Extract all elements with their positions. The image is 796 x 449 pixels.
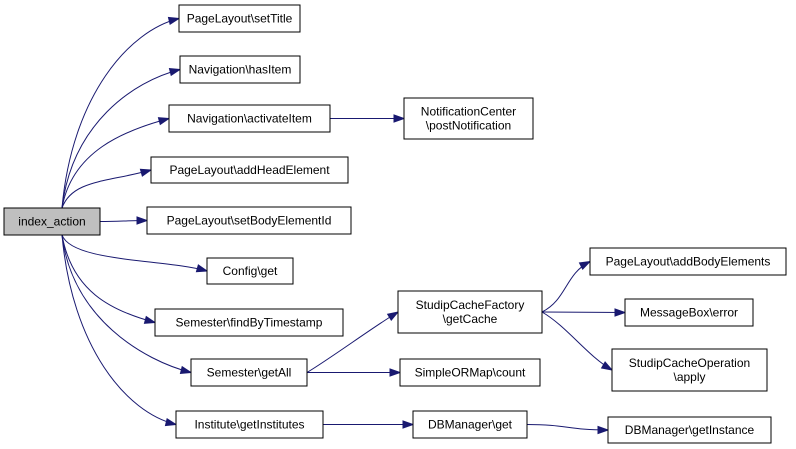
arrowhead-icon [597, 425, 610, 435]
arrowhead-icon [179, 365, 193, 375]
node-box [154, 308, 344, 337]
node-label: PageLayout\addHeadElement [169, 163, 330, 177]
edge-index_action-to-getAll [61, 234, 193, 375]
arrowhead-icon [402, 420, 415, 429]
node-label: PageLayout\setTitle [187, 12, 293, 26]
edge-index_action-to-hasItem [61, 67, 182, 209]
node-box [399, 358, 541, 387]
arrowhead-icon [578, 260, 592, 270]
node-getInstance[interactable]: DBManager\getInstance [607, 416, 772, 444]
node-label: \getCache [443, 312, 498, 326]
node-label: Institute\getInstitutes [194, 418, 304, 432]
node-findByTimestamp[interactable]: Semester\findByTimestamp [154, 308, 344, 337]
edge-index_action-to-setTitle [61, 16, 181, 209]
edge-getInstitutes-to-dbGet [322, 420, 415, 429]
node-box [403, 97, 534, 140]
node-getCache[interactable]: StudipCacheFactory\getCache [397, 290, 543, 334]
edge-dbGet-to-getInstance [526, 424, 610, 435]
node-setBodyElementId[interactable]: PageLayout\setBodyElementId [146, 206, 352, 235]
node-apply[interactable]: StudipCacheOperation\apply [611, 348, 768, 392]
node-box [179, 55, 301, 84]
node-box [589, 247, 787, 276]
edge-getCache-to-addBodyElements [541, 260, 592, 313]
nodes: index_action PageLayout\setTitleNavigatio… [3, 4, 787, 444]
node-box [624, 298, 754, 327]
arrowhead-icon [136, 216, 149, 225]
arrowhead-icon [157, 117, 171, 126]
arrowhead-icon [139, 168, 153, 177]
arrowhead-icon [164, 417, 178, 427]
node-hasItem[interactable]: Navigation\hasItem [179, 55, 301, 84]
node-label: StudipCacheFactory [416, 298, 525, 312]
node-label: SimpleORMap\count [415, 366, 526, 380]
node-label: Semester\getAll [207, 366, 292, 380]
node-label: PageLayout\setBodyElementId [167, 214, 332, 228]
node-postNotification[interactable]: NotificationCenter\postNotification [403, 97, 534, 140]
node-getAll[interactable]: Semester\getAll [190, 358, 308, 387]
node-box [168, 104, 331, 133]
node-box [611, 348, 768, 392]
node-label: PageLayout\addBodyElements [606, 255, 771, 269]
node-box [190, 358, 308, 387]
edge-getCache-to-error [541, 308, 627, 317]
node-addHeadElement[interactable]: PageLayout\addHeadElement [150, 156, 349, 184]
arrowhead-icon [614, 308, 627, 317]
node-setTitle[interactable]: PageLayout\setTitle [178, 4, 301, 33]
node-box [607, 416, 772, 444]
node-error[interactable]: MessageBox\error [624, 298, 754, 327]
node-label: Navigation\hasItem [189, 63, 292, 77]
arrowhead-icon [143, 315, 157, 324]
node-label: \postNotification [426, 119, 511, 133]
edge-index_action-to-addHeadElement [61, 168, 153, 209]
node-label: Semester\findByTimestamp [176, 316, 323, 330]
node-activateItem[interactable]: Navigation\activateItem [168, 104, 331, 133]
arrowhead-icon [389, 368, 402, 377]
node-box [178, 4, 301, 33]
node-label: DBManager\getInstance [625, 423, 755, 437]
node-box [150, 156, 349, 184]
node-addBodyElements[interactable]: PageLayout\addBodyElements [589, 247, 787, 276]
arrowhead-icon [600, 361, 614, 371]
arrowhead-icon [168, 67, 182, 77]
node-label: DBManager\get [428, 418, 513, 432]
edge-index_action-to-findByTimestamp [61, 234, 157, 324]
node-box [175, 410, 324, 439]
node-label: StudipCacheOperation [629, 356, 750, 370]
node-getInstitutes[interactable]: Institute\getInstitutes [175, 410, 324, 439]
node-label: index_action [18, 215, 85, 229]
edge-getCache-to-apply [541, 311, 614, 371]
node-label: Config\get [223, 264, 278, 278]
edge-activateItem-to-postNotification [330, 114, 406, 123]
edges [61, 16, 627, 435]
node-dbGet[interactable]: DBManager\get [412, 410, 528, 439]
node-label: Navigation\activateItem [187, 112, 312, 126]
node-label: \apply [673, 370, 705, 384]
edge-index_action-to-getInstitutes [61, 234, 178, 427]
arrowhead-icon [393, 114, 406, 123]
edge-getAll-to-getCache [306, 311, 400, 373]
node-box [206, 257, 294, 285]
node-box [412, 410, 528, 439]
edge-index_action-to-activateItem [61, 117, 171, 209]
edge-getAll-to-count [307, 368, 402, 377]
node-box [146, 206, 352, 235]
edge-index_action-to-setBodyElementId [99, 216, 149, 225]
arrowhead-icon [386, 311, 400, 322]
node-count[interactable]: SimpleORMap\count [399, 358, 541, 387]
arrowhead-icon [195, 264, 209, 273]
arrowhead-icon [167, 16, 181, 26]
node-box [397, 290, 543, 334]
node-index_action[interactable]: index_action [3, 207, 101, 236]
node-label: NotificationCenter [421, 105, 516, 119]
node-configGet[interactable]: Config\get [206, 257, 294, 285]
node-label: MessageBox\error [640, 306, 738, 320]
node-box [3, 207, 101, 236]
edge-index_action-to-configGet [61, 234, 209, 273]
